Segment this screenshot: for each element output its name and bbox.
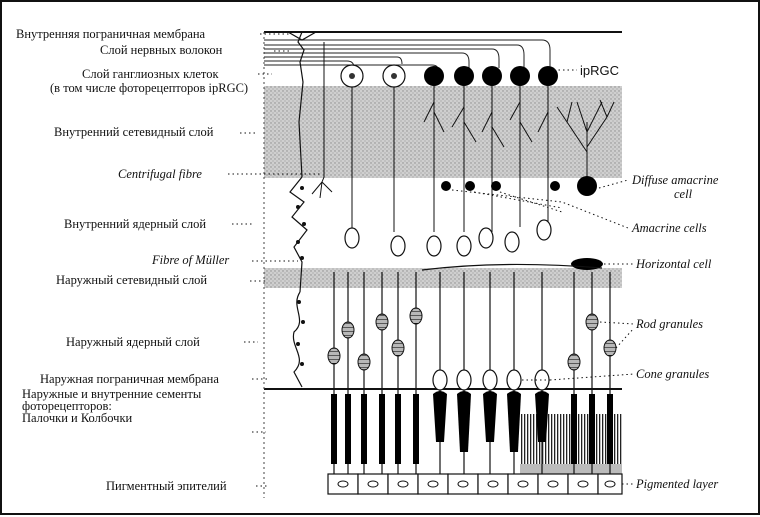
label-outer-plexiform-layer: Наружный сетевидный слой [56,273,208,287]
muller-fibre [287,31,317,388]
label-amacrine-cells: Amacrine cells [632,221,707,235]
label-horizontal-cell: Horizontal cell [636,257,712,271]
bipolar-axons [351,86,549,232]
label-ganglion-cell-layer-sub: (в том числе фоторецепторов ipRGC) [50,81,249,95]
label-outer-nuclear-layer: Наружный ядерный слой [66,335,200,349]
nerve-fibers [264,39,551,71]
label-nerve-fiber-layer: Слой нервных волокон [100,43,223,57]
label-pigmented-layer: Pigmented layer [636,477,719,491]
iprgc-cells [424,66,558,86]
rod-segments [331,394,613,464]
label-inner-limiting-membrane: Внутренняя пограничная мембрана [16,27,206,41]
diffuse-amacrine-tree [556,99,615,182]
cone-granules [432,369,550,391]
label-pigment-epithelium: Пигментный эпителий [106,479,227,493]
label-fibre-of-muller: Fibre of Müller [152,253,230,267]
cone-segments [433,391,549,452]
label-iprgc: ipRGC [580,63,620,78]
centrifugal-fibre-path [311,42,333,199]
amacrine-cell-bodies [441,181,560,191]
pigment-granules-block [520,464,622,474]
bipolar-cells [344,219,552,257]
label-outer-limiting-membrane: Наружная пограничная мембрана [40,372,219,386]
pigment-epithelium-cells [327,473,623,495]
label-photoreceptor-segments: Наружные и внутренние сементы [22,387,202,401]
label-rods-and-cones: Палочки и Колбочки [22,411,133,425]
diffuse-amacrine-body [577,176,597,196]
label-rod-granules: Rod granules [636,317,704,331]
label-ganglion-cell-layer: Слой ганглиозных клеток [82,67,219,81]
label-photoreceptor-segments-2: фоторецепторов: [22,399,112,413]
label-diffuse-amacrine: Diffuse amacrine [632,173,719,187]
label-inner-plexiform-layer: Внутренний сетевидный слой [54,125,214,139]
label-diffuse-amacrine-cell: cell [674,187,693,201]
right-leaders [451,69,635,485]
label-centrifugal-fibre: Centrifugal fibre [118,167,202,181]
rod-granules [327,307,617,371]
label-cone-granules: Cone granules [636,367,710,381]
inner-plexiform-band [264,86,622,178]
label-inner-nuclear-layer: Внутренний ядерный слой [64,217,207,231]
outer-plexiform-band [264,268,622,288]
left-leaders [228,33,320,487]
muller-dots [296,186,306,366]
